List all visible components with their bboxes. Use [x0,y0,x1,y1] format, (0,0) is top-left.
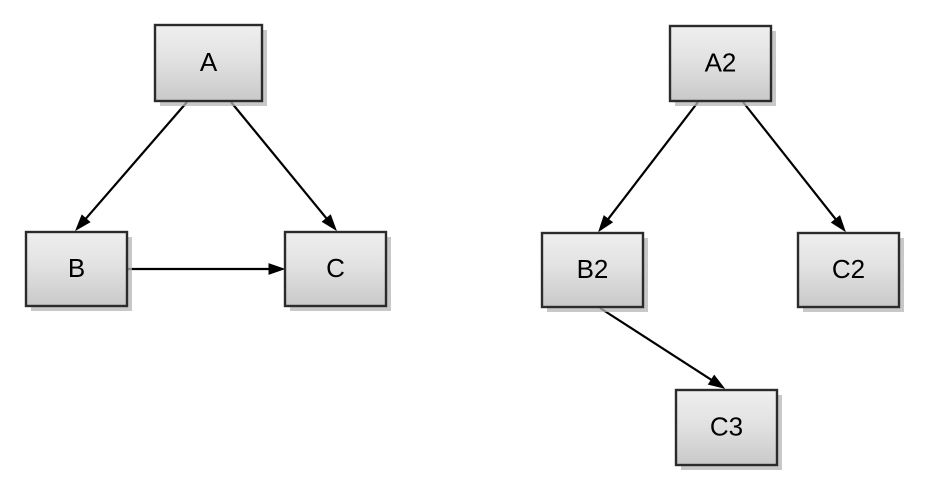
arrowhead-icon [321,214,337,232]
node-box[interactable] [674,388,779,467]
node-a[interactable]: A [153,23,267,106]
node-c[interactable]: C [283,230,391,311]
node-b[interactable]: B [24,230,132,311]
arrowhead-icon [707,374,726,389]
node-box[interactable] [153,23,264,103]
node-box[interactable] [24,230,129,308]
edges-layer [74,101,846,389]
edge-a2-to-c2[interactable] [742,101,846,233]
node-a2[interactable]: A2 [668,24,776,106]
edge-b2-to-c3[interactable] [599,307,726,389]
arrowhead-icon [268,263,286,275]
arrowhead-icon [830,215,846,233]
node-c2[interactable]: C2 [796,231,904,312]
node-box[interactable] [796,231,901,309]
node-box[interactable] [283,230,388,308]
arrowhead-icon [598,215,614,233]
edge-a-to-c[interactable] [230,101,337,232]
edge-b-to-c[interactable] [128,263,286,275]
node-b2[interactable]: B2 [540,231,648,312]
edge-a2-to-b2[interactable] [598,101,699,233]
node-c3[interactable]: C3 [674,388,782,470]
arrowhead-icon [74,214,91,232]
node-box[interactable] [668,24,773,103]
edge-a-to-b[interactable] [74,101,188,232]
node-box[interactable] [540,231,645,309]
